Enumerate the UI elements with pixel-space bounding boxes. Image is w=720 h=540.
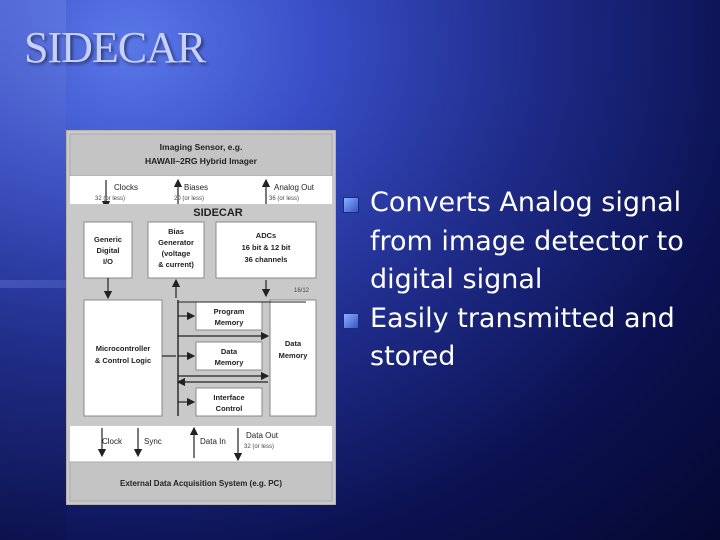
sensor-line2: HAWAII–2RG Hybrid Imager (145, 156, 258, 166)
biases-label: Biases (184, 183, 208, 192)
diagram-label: Generator (158, 238, 194, 247)
data-out-sub: 32 (or less) (244, 444, 274, 450)
diagram-label: Memory (215, 318, 245, 327)
bullet-item: Converts Analog signal from image detect… (343, 184, 713, 300)
bullet-text: Converts Analog signal from image detect… (370, 187, 684, 295)
data-in-label: Data In (200, 437, 226, 446)
data-memory-right-block (269, 299, 317, 417)
external-system-label: External Data Acquisition System (e.g. P… (120, 479, 282, 488)
diagram-label: Memory (215, 358, 245, 367)
diagram-label: Data (285, 339, 302, 348)
bullet-list: Converts Analog signal from image detect… (343, 184, 713, 377)
diagram-label: Bias (168, 227, 184, 236)
diagram-label: 36 channels (245, 255, 288, 264)
microcontroller-block (83, 299, 163, 417)
clocks-label: Clocks (114, 183, 138, 192)
analog-out-label: Analog Out (274, 183, 315, 192)
data-memory-center-block (195, 341, 263, 371)
sensor-line1: Imaging Sensor, e.g. (160, 142, 243, 152)
interface-control-block (195, 387, 263, 417)
diagram-label: Microcontroller (96, 344, 151, 353)
diagram-label: & current) (158, 260, 194, 269)
bottom-signal-strip (70, 426, 332, 462)
diagram-label: I/O (103, 257, 113, 266)
analog-out-sub: 36 (or less) (269, 196, 299, 202)
square-bullet-icon (343, 197, 359, 213)
diagram-label: Control (216, 404, 243, 413)
diagram-label: 16 bit & 12 bit (242, 243, 291, 252)
clocks-sub: 32 (or less) (95, 196, 125, 202)
clock-label: Clock (102, 437, 123, 446)
sync-label: Sync (144, 437, 162, 446)
left-decor-band (0, 0, 66, 540)
sidecar-label: SIDECAR (193, 207, 243, 219)
diagram-label: Interface (213, 393, 244, 402)
imaging-sensor-box (69, 133, 333, 177)
bias-generator-block (147, 221, 205, 279)
square-bullet-icon (343, 312, 359, 329)
diagram-label: Digital (97, 246, 120, 255)
data-out-label: Data Out (246, 431, 279, 440)
diagram-label: (voltage (162, 249, 191, 258)
diagram-label: ADCs (256, 231, 276, 240)
diagram-label: Generic (94, 235, 122, 244)
bullet-item: Easily transmitted and stored (343, 300, 713, 377)
top-signal-strip (70, 176, 332, 204)
diagram-label: Program (214, 307, 245, 316)
slide-title: SIDECAR (24, 23, 206, 72)
diagram-label: Memory (279, 351, 309, 360)
biases-sub: 20 (or less) (174, 196, 204, 202)
diagram-label: Data (221, 347, 238, 356)
adcs-block (215, 221, 317, 279)
bullet-text: Easily transmitted and stored (370, 302, 675, 373)
diagram-label: & Control Logic (95, 356, 151, 365)
sidecar-block-diagram: Imaging Sensor, e.g. HAWAII–2RG Hybrid I… (66, 130, 336, 505)
adc-bus-label: 16/12 (294, 288, 310, 294)
external-system-box (69, 461, 333, 502)
